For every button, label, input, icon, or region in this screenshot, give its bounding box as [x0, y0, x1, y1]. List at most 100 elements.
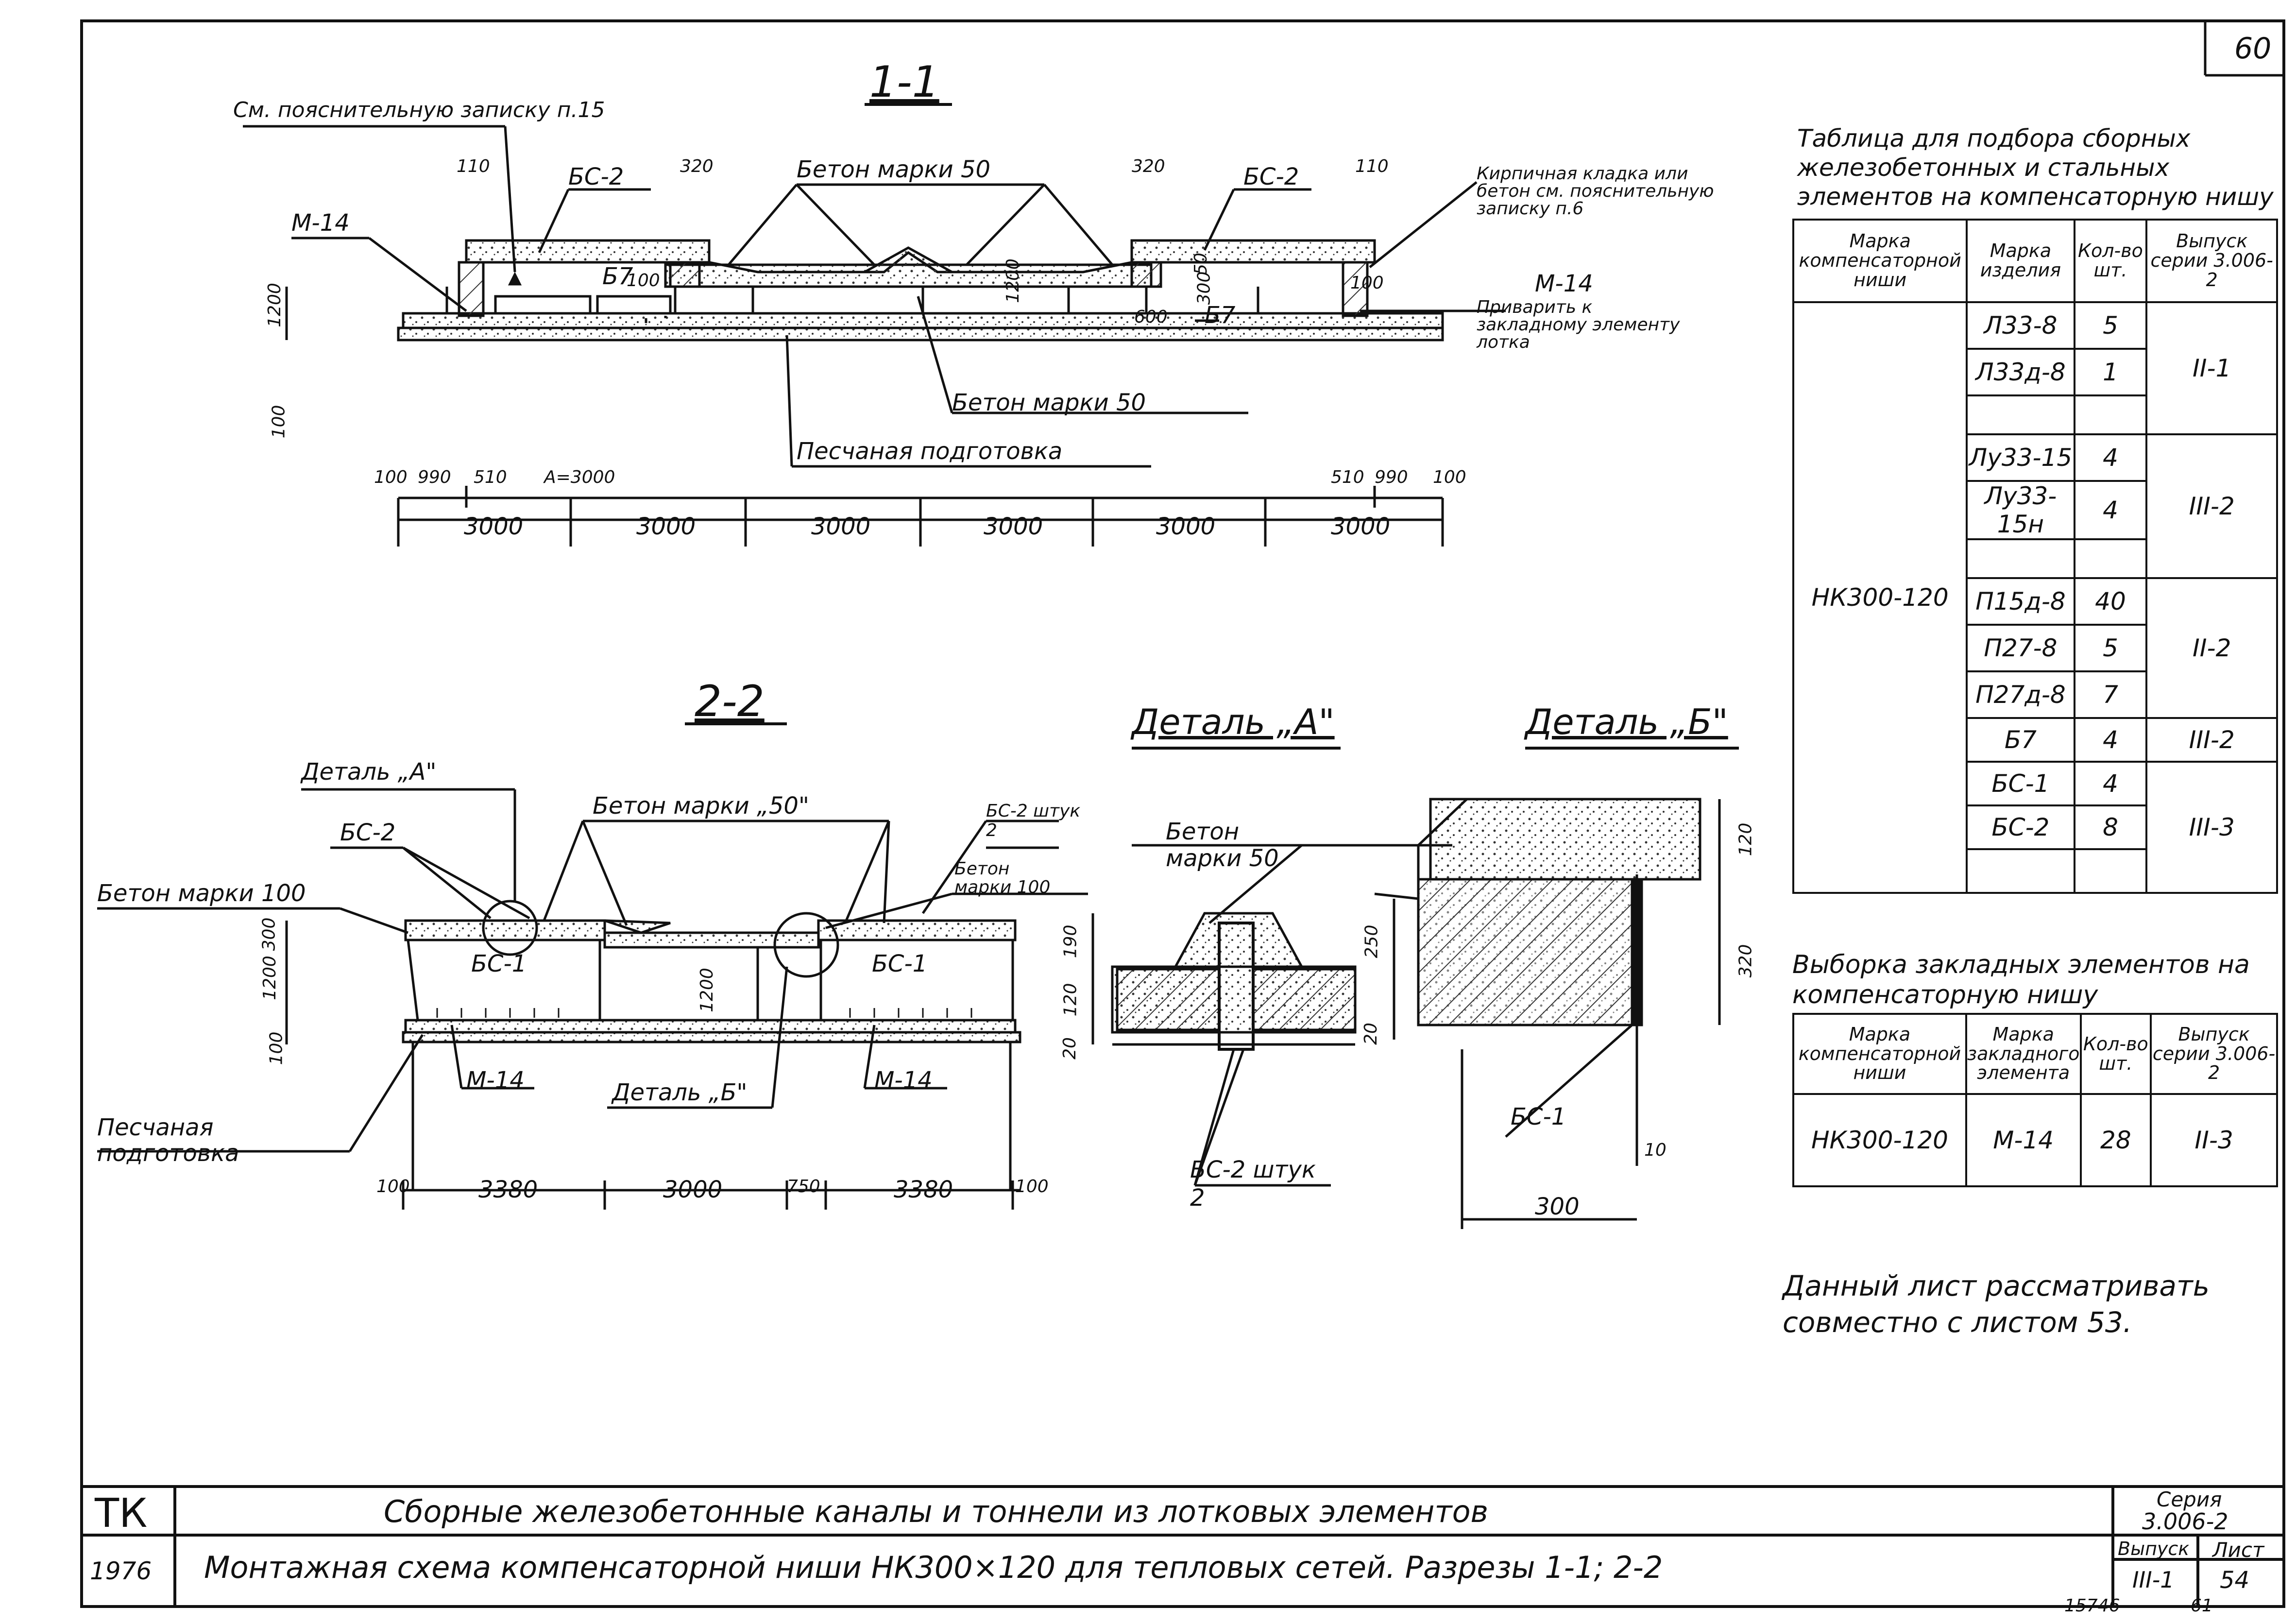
label-sand-2: Песчаная подготовка	[97, 1114, 239, 1167]
label-bs2-pcs: БС-2 штук 2	[986, 801, 1081, 840]
dim-detail-b: 250	[1361, 924, 1382, 958]
label-m14-right: М-14	[1535, 270, 1593, 297]
label-detail-a-beton: Бетон марки 50	[1166, 818, 1279, 872]
table2-niche: НК300-120	[1792, 1093, 1967, 1187]
title-sheet-label: Лист	[2212, 1538, 2264, 1562]
dim-small: 100	[1433, 467, 1466, 487]
dim-main: 3000	[636, 513, 696, 540]
section-1-title: 1-1	[869, 57, 939, 107]
table2-header: Марка закладного элемента	[1965, 1013, 2082, 1095]
dim-2: 100	[376, 1177, 410, 1197]
title-series-label: Серия	[2157, 1487, 2222, 1511]
dim-vertical: 1200	[264, 283, 285, 327]
table1-issue: II-1	[2145, 301, 2278, 435]
dim-small: 990	[418, 467, 451, 487]
footer-code: 15746	[2064, 1596, 2120, 1616]
dim-2: 3380	[894, 1176, 953, 1203]
dim-detail-b: 20	[1361, 1023, 1381, 1045]
label-detail-b-bs1: БС-1	[1511, 1103, 1566, 1130]
table2-title: Выборка закладных элементов на компенсат…	[1792, 950, 2250, 1010]
table1-qty	[2073, 848, 2148, 894]
label-m14-right-2: М-14	[874, 1067, 933, 1094]
dim-vertical: 100	[627, 271, 660, 291]
table2-qty: 28	[2079, 1093, 2152, 1187]
table1-qty	[2073, 538, 2148, 579]
table1-item: Л33д-8	[1966, 348, 2075, 396]
page-number: 60	[2234, 32, 2272, 66]
label-detail-a-bs2: БС-2 штук 2	[1190, 1156, 1316, 1212]
dim-top: 320	[680, 156, 714, 176]
table1-item	[1966, 848, 2075, 894]
title-line-2: Монтажная схема компенсаторной ниши НК30…	[204, 1550, 1663, 1585]
dim-vertical: 100	[1350, 273, 1384, 293]
table1-qty: 5	[2073, 301, 2148, 350]
label-b7-left: Б7	[602, 263, 633, 290]
dim-top: 110	[1355, 156, 1389, 176]
table1-item: Лу33-15н	[1966, 480, 2075, 540]
dim-top: 320	[1132, 156, 1165, 176]
title-line-1: Сборные железобетонные каналы и тоннели …	[384, 1494, 1489, 1529]
dim-main: 3000	[1331, 513, 1391, 540]
dim-top: 110	[457, 156, 490, 176]
table1-qty	[2073, 394, 2148, 435]
table1-issue: III-2	[2145, 433, 2278, 579]
table1-qty: 4	[2073, 480, 2148, 540]
label-bs2: БС-2	[340, 819, 396, 846]
footer-page: 61	[2191, 1596, 2213, 1616]
label-bs2-left: БС-2	[568, 163, 624, 190]
dim-small: 510	[474, 467, 507, 487]
table1-item	[1966, 538, 2075, 579]
label-weld-note: Приварить к закладному элементу лотка	[1477, 297, 1680, 352]
label-detail-b-ref: Деталь „Б"	[612, 1079, 748, 1106]
dim-2-vertical: 300	[259, 917, 279, 951]
table1-qty: 4	[2073, 761, 2148, 806]
title-sheet-value: 54	[2220, 1567, 2250, 1594]
dim-detail-b: 120	[1735, 822, 1756, 856]
table1: Марка компенсаторной ниши Марка изделия …	[1792, 219, 2278, 894]
dim-vertical: 600	[1134, 307, 1168, 327]
label-beton100-right: Бетон марки 100	[954, 859, 1051, 897]
section-2-title: 2-2	[695, 676, 765, 726]
table1-niche: НК300-120	[1792, 301, 1968, 894]
title-issue-label: Выпуск	[2118, 1538, 2190, 1559]
dim-vertical: 100	[269, 405, 289, 439]
dim-2: 750	[787, 1177, 820, 1197]
dim-2-vertical: 1200	[697, 968, 717, 1012]
label-note-ref: См. пояснительную записку п.15	[233, 98, 605, 122]
dim-main: 3000	[811, 513, 871, 540]
dim-2: 3000	[663, 1176, 723, 1203]
table2-header: Кол-во шт.	[2079, 1013, 2152, 1095]
detail-b-title: Деталь „Б"	[1525, 701, 1728, 742]
dim-vertical: 1200	[1003, 258, 1023, 303]
dim-small: 100	[374, 467, 408, 487]
sheet-note: Данный лист рассматривать совместно с ли…	[1783, 1269, 2210, 1339]
dim-detail-a: 120	[1060, 983, 1081, 1017]
table1-header: Марка изделия	[1966, 219, 2075, 303]
dim-2: 3380	[478, 1176, 538, 1203]
dim-small: 510	[1331, 467, 1364, 487]
table1-issue: III-2	[2145, 717, 2278, 763]
table1-title: Таблица для подбора сборных железобетонн…	[1797, 124, 2274, 211]
table1-header: Марка компенсаторной ниши	[1792, 219, 1968, 303]
table1-item	[1966, 394, 2075, 435]
table1-header: Выпуск серии 3.006-2	[2145, 219, 2278, 303]
dim-detail-b: 10	[1644, 1140, 1667, 1160]
dim-detail-a: 190	[1060, 924, 1081, 958]
label-brick: Кирпичная кладка или бетон см. пояснител…	[1477, 164, 1714, 219]
table1-qty: 7	[2073, 670, 2148, 719]
table1-header: Кол-во шт.	[2073, 219, 2148, 303]
title-series-value: 3.006-2	[2142, 1508, 2228, 1535]
table1-item: БС-1	[1966, 761, 2075, 806]
table2-header: Марка компенсаторной ниши	[1792, 1013, 1967, 1095]
label-m14-left: М-14	[291, 209, 350, 237]
dim-vertical: 300	[1194, 271, 1214, 305]
dim-main: 3000	[984, 513, 1043, 540]
table1-item: Б7	[1966, 717, 2075, 763]
dim-small: А=3000	[544, 467, 615, 487]
label-sand-1: Песчаная подготовка	[797, 438, 1063, 465]
table1-item: Лу33-15	[1966, 433, 2075, 482]
dim-main: 3000	[464, 513, 524, 540]
dim-2: 100	[1015, 1177, 1049, 1197]
table1-qty: 4	[2073, 433, 2148, 482]
table1-item: БС-2	[1966, 804, 2075, 850]
